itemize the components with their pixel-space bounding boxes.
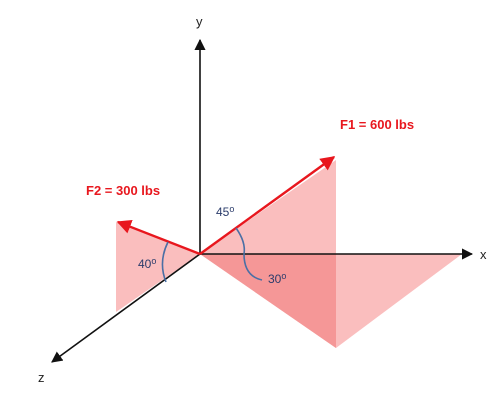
x-axis-label: x — [480, 247, 487, 262]
z-axis-label: z — [38, 370, 45, 385]
f2-elevation-arc — [161, 241, 169, 283]
f1-label: F1 = 600 lbs — [340, 117, 414, 132]
f2-force-arrow — [116, 220, 201, 256]
f1-plane-overlap — [200, 254, 336, 348]
y-axis-label: y — [196, 14, 203, 29]
f1-elevation-arc — [235, 227, 246, 255]
angle-45-label: 45o — [216, 204, 234, 219]
f2-label: F2 = 300 lbs — [86, 183, 160, 198]
angle-30-label: 30o — [268, 271, 286, 286]
angle-40-label: 40o — [138, 256, 156, 271]
z-axis — [51, 253, 201, 363]
f1-force-arrow — [199, 156, 336, 255]
f1-azimuth-arc — [243, 253, 263, 281]
f2-component-plane — [116, 222, 200, 312]
